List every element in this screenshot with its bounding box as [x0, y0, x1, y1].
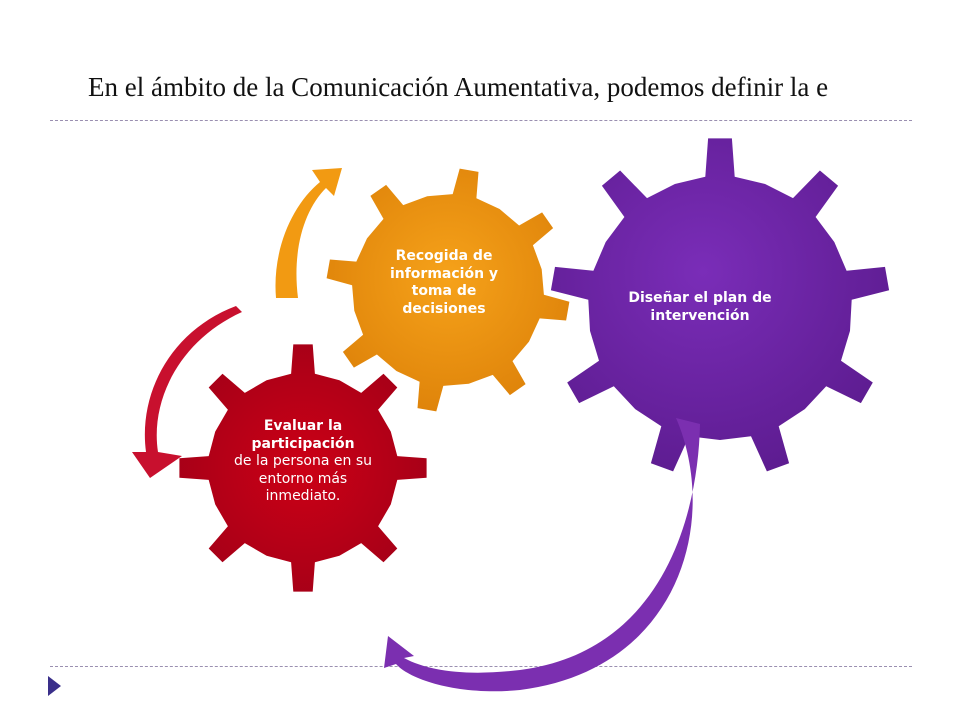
- orange-cycle-arrow: [275, 168, 342, 298]
- red-cycle-arrow: [132, 306, 242, 478]
- gear-orange-label: Recogida de información y toma de decisi…: [389, 248, 499, 317]
- top-divider: [50, 120, 912, 121]
- gear-red-label-strong: Evaluar la participación: [251, 418, 355, 452]
- gear-purple: [550, 138, 890, 472]
- slide-title: En el ámbito de la Comunicación Aumentat…: [88, 72, 829, 102]
- gear-red: [179, 344, 427, 592]
- gear-red-label: Evaluar la participación de la persona e…: [228, 418, 378, 506]
- gear-orange: [326, 168, 570, 412]
- gear-purple-label: Diseñar el plan de intervención: [628, 290, 772, 324]
- bottom-divider: [50, 666, 912, 667]
- slide-bullet-icon: [48, 676, 61, 696]
- purple-cycle-arrow: [384, 418, 700, 692]
- gear-red-label-normal: de la persona en su entorno más inmediat…: [234, 453, 372, 504]
